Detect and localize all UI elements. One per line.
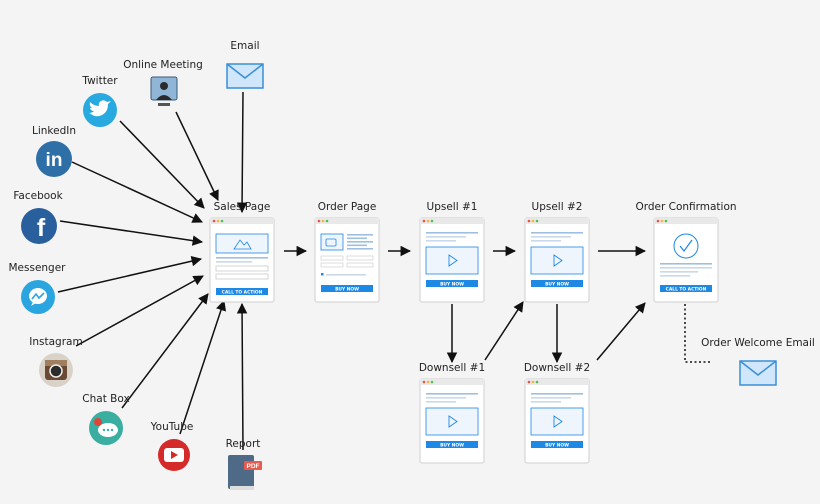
arrow-instagram-to-sales	[75, 275, 204, 347]
page-title-order: Order Page	[318, 201, 377, 213]
cta-label: BUY NOW	[545, 442, 569, 448]
youtube-label: YouTube	[150, 421, 194, 433]
pdf-book-icon: PDF	[228, 455, 262, 490]
arrow-messenger-to-sales	[57, 256, 203, 293]
arrow-report-to-sales	[236, 302, 248, 451]
arrow-downsell2-to-confirmation	[596, 302, 646, 361]
twitter-icon	[83, 93, 117, 127]
chat-box-label: Chat Box	[82, 393, 129, 405]
facebook-icon: f	[21, 208, 57, 244]
online-meeting-label: Online Meeting	[123, 59, 203, 71]
page-title-upsell1: Upsell #1	[427, 201, 478, 213]
video-call-icon	[150, 76, 178, 106]
email-label: Email	[230, 40, 259, 52]
order-welcome-email: Order Welcome Email	[701, 337, 815, 386]
envelope-icon	[226, 63, 264, 89]
play-icon	[448, 254, 458, 267]
twitter-label: Twitter	[81, 75, 118, 87]
play-icon	[553, 254, 563, 267]
arrow-email-to-sales	[236, 91, 248, 214]
report-source: Report PDF	[226, 438, 262, 490]
page-card-upsell2: Upsell #2 BUY NOW	[524, 201, 590, 303]
twitter-source: Twitter	[81, 75, 118, 127]
cta-button	[216, 288, 268, 295]
cta-button	[321, 285, 373, 292]
messenger-source: Messenger	[8, 262, 66, 314]
linkedin-label: LinkedIn	[32, 125, 76, 137]
order-welcome-email-label: Order Welcome Email	[701, 337, 815, 349]
arrow-linkedin-to-sales	[71, 161, 203, 223]
facebook-source: Facebook f	[13, 190, 64, 244]
chat-box-source: Chat Box	[82, 393, 130, 445]
cta-button	[531, 441, 583, 448]
linkedin-icon: in	[36, 141, 72, 177]
video-player	[425, 407, 479, 436]
cta-label: BUY NOW	[440, 281, 464, 287]
instagram-icon	[39, 353, 73, 387]
report-label: Report	[226, 438, 261, 450]
connector-arrows	[57, 91, 712, 451]
arrow-chatbox-to-sales	[121, 293, 209, 409]
play-icon	[553, 415, 563, 428]
cta-button	[531, 280, 583, 287]
youtube-icon	[158, 439, 190, 471]
svg-text:f: f	[37, 214, 46, 242]
messenger-icon	[21, 280, 55, 314]
arrow-downsell1-to-upsell2	[484, 301, 524, 361]
video-player	[425, 246, 479, 275]
page-title-confirmation: Order Confirmation	[635, 201, 736, 213]
svg-text:PDF: PDF	[247, 463, 260, 470]
cta-label: BUY NOW	[440, 442, 464, 448]
play-icon	[448, 415, 458, 428]
page-title-downsell1: Downsell #1	[419, 362, 485, 374]
page-card-downsell1: Downsell #1 BUY NOW	[419, 362, 485, 464]
dotted-confirmation-to-email	[684, 304, 712, 363]
cta-button	[426, 280, 478, 287]
instagram-label: Instagram	[29, 336, 82, 348]
cta-label: BUY NOW	[545, 281, 569, 287]
checkmark-icon	[673, 233, 699, 259]
envelope-icon	[739, 360, 777, 386]
arrow-twitter-to-sales	[119, 120, 205, 209]
video-player	[530, 407, 584, 436]
page-card-upsell1: Upsell #1 BUY NOW	[419, 201, 485, 303]
cta-label: BUY NOW	[335, 286, 359, 292]
page-card-downsell2: Downsell #2 BUY NOW	[524, 362, 590, 464]
svg-text:in: in	[46, 150, 63, 171]
chat-bubble-icon	[89, 411, 123, 445]
video-player	[530, 246, 584, 275]
page-title-sales: Sales Page	[214, 201, 271, 213]
cta-button	[426, 441, 478, 448]
facebook-label: Facebook	[13, 190, 63, 202]
instagram-source: Instagram	[29, 336, 83, 387]
arrow-meeting-to-sales	[175, 111, 219, 201]
arrow-facebook-to-sales	[59, 220, 204, 246]
arrow-youtube-to-sales	[179, 300, 227, 435]
page-title-upsell2: Upsell #2	[532, 201, 583, 213]
linkedin-source: LinkedIn in	[32, 125, 76, 177]
cta-label: CALL TO ACTION	[666, 286, 707, 292]
email-source: Email	[226, 40, 264, 89]
online-meeting-source: Online Meeting	[123, 59, 203, 106]
messenger-label: Messenger	[8, 262, 66, 274]
page-title-downsell2: Downsell #2	[524, 362, 590, 374]
cta-button	[660, 285, 712, 292]
youtube-source: YouTube	[150, 421, 194, 471]
cta-label: CALL TO ACTION	[222, 289, 263, 295]
